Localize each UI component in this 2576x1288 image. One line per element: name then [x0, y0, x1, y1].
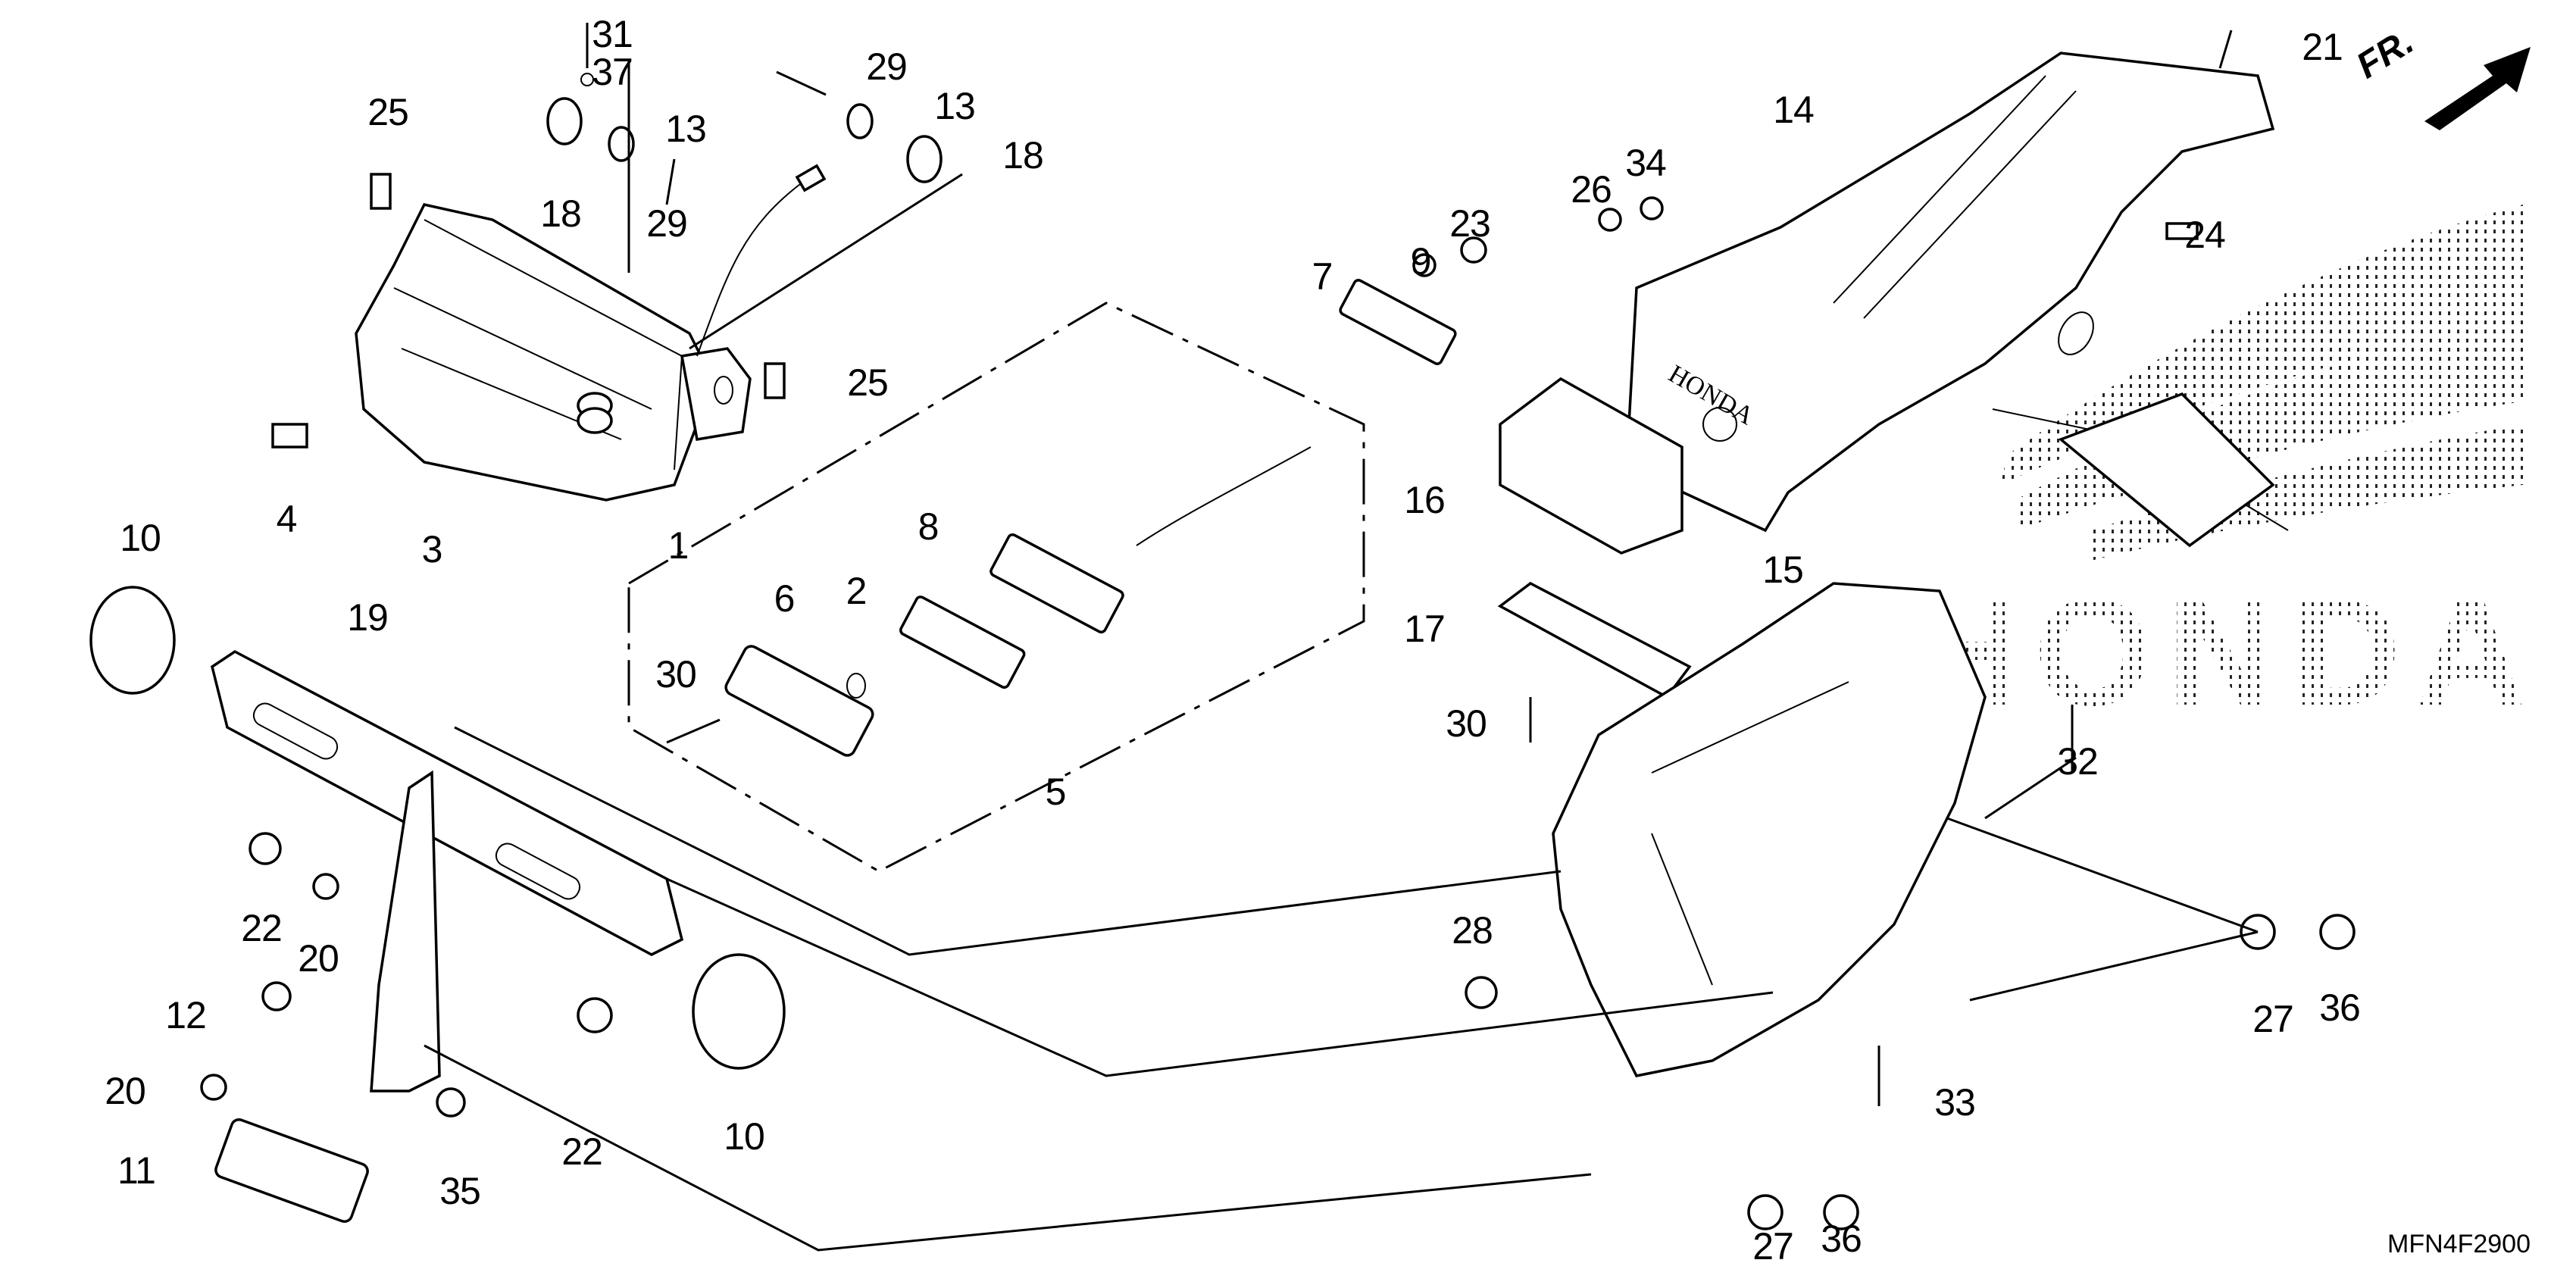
callout-12: 12	[165, 994, 207, 1036]
callout-13: 13	[934, 85, 976, 127]
callout-2: 2	[846, 570, 868, 612]
license-light-assembly-part-5	[627, 302, 1365, 873]
lens-part-6	[724, 645, 874, 757]
callout-13: 13	[665, 108, 707, 150]
bolt-part-20b	[200, 1074, 227, 1101]
bulb-part-2	[846, 673, 866, 699]
bolt-part-20a	[312, 873, 339, 900]
callout-25: 25	[367, 91, 409, 133]
callout-22: 22	[561, 1130, 603, 1173]
callout-24: 24	[2184, 214, 2226, 256]
callout-27: 27	[1752, 1225, 1794, 1268]
callout-20: 20	[298, 937, 339, 980]
callout-28: 28	[1452, 909, 1493, 952]
callout-35: 35	[439, 1170, 481, 1212]
callout-5: 5	[1045, 771, 1067, 813]
callout-17: 17	[1404, 608, 1446, 650]
callout-32: 32	[2057, 740, 2099, 783]
reflector-part-10b	[692, 953, 786, 1070]
callout-18: 18	[540, 192, 582, 235]
callout-19: 19	[347, 596, 389, 639]
callout-7: 7	[1311, 255, 1333, 298]
tail-light-part-3	[355, 164, 827, 502]
grommet-part-27b	[1747, 1194, 1784, 1230]
callout-34: 34	[1625, 142, 1667, 184]
callout-16: 16	[1404, 479, 1446, 521]
housing-part	[989, 533, 1124, 634]
box-part-16	[1499, 377, 1683, 555]
callout-9: 9	[1410, 240, 1432, 283]
callout-30: 30	[655, 653, 697, 696]
callout-23: 23	[1449, 202, 1491, 245]
callout-36: 36	[2319, 986, 2361, 1029]
nut-part-36a	[2319, 914, 2356, 950]
nut-part-34	[1640, 196, 1664, 220]
grommet-part-18a	[546, 97, 583, 145]
callout-10: 10	[120, 517, 161, 559]
grommet-part-18b	[906, 135, 943, 183]
nut-part-36b	[1823, 1194, 1859, 1230]
bolt-part-29b	[665, 158, 676, 205]
callout-15: 15	[1762, 549, 1804, 591]
callout-26: 26	[1571, 168, 1612, 211]
tray-part-17	[1497, 581, 1692, 699]
callout-18: 18	[1002, 134, 1044, 177]
callout-11: 11	[117, 1149, 156, 1192]
callout-1: 1	[667, 524, 689, 567]
callout-8: 8	[918, 505, 939, 548]
callout-25: 25	[847, 361, 889, 404]
license-bracket-part-19	[211, 649, 684, 1093]
callout-22: 22	[241, 907, 283, 949]
nut-part-35	[436, 1087, 466, 1118]
collar-part-9	[1412, 253, 1436, 277]
reflector-part-10a	[89, 586, 176, 695]
callout-29: 29	[866, 45, 908, 88]
callout-29: 29	[646, 202, 688, 245]
nut-part-22b	[577, 997, 613, 1033]
collar-part-13b	[846, 103, 874, 139]
nut-part-22a	[249, 832, 282, 865]
callout-10: 10	[724, 1115, 765, 1158]
callout-33: 33	[1934, 1081, 1976, 1124]
callout-30: 30	[1446, 702, 1487, 745]
grommet-part-23	[1460, 236, 1487, 264]
pad-part-4	[271, 423, 308, 449]
callout-6: 6	[774, 577, 796, 620]
screw-part-21	[2218, 30, 2233, 69]
collar-part-13a	[608, 126, 635, 162]
callout-31: 31	[592, 13, 633, 55]
screw-part-28	[1465, 976, 1498, 1009]
callout-20: 20	[105, 1070, 146, 1112]
plate-part-7	[1339, 279, 1457, 365]
screw-part-30a	[666, 718, 721, 744]
front-direction-arrow-icon	[2424, 47, 2531, 130]
callout-3: 3	[421, 528, 443, 571]
clip-part-25b	[764, 362, 786, 399]
clip-part-25a	[370, 173, 392, 210]
callout-27: 27	[2252, 998, 2294, 1040]
callout-14: 14	[1773, 89, 1815, 131]
callout-4: 4	[276, 498, 298, 540]
leader-lines	[424, 61, 2259, 1252]
gasket-part-8	[899, 596, 1026, 689]
washer-part-37	[580, 73, 594, 86]
rear-fender-part-14: HONDA	[1627, 52, 2275, 533]
callout-37: 37	[592, 51, 633, 93]
screw-part-12	[261, 981, 292, 1011]
hardware-parts	[271, 23, 943, 449]
callout-36: 36	[1821, 1218, 1862, 1260]
mud-guard-part	[2058, 392, 2275, 548]
washer-part-26	[1598, 208, 1622, 232]
nut-part-24	[2165, 222, 2199, 240]
reflector-part-11	[214, 1118, 369, 1224]
diagram-code: MFN4F2900	[2387, 1230, 2531, 1258]
honda-watermark-text: HONDA	[1909, 568, 2540, 737]
bolt-part-29a	[776, 70, 827, 96]
callout-21: 21	[2302, 26, 2343, 68]
